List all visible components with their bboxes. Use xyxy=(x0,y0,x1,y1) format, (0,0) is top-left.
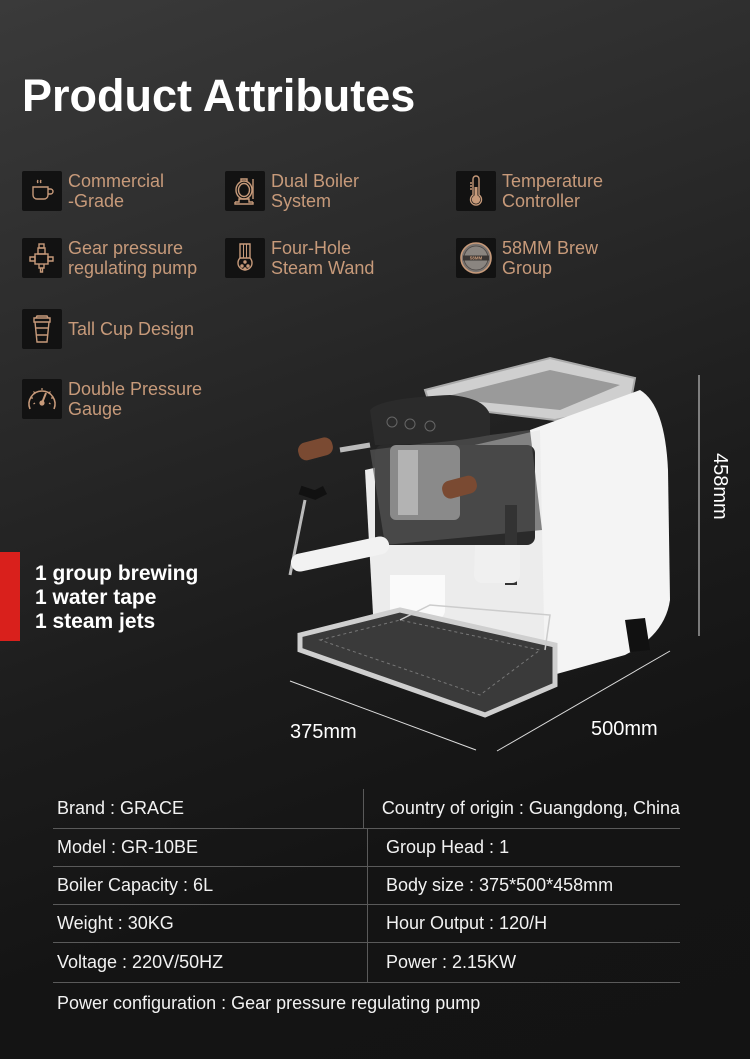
feature-label: Group xyxy=(502,258,553,278)
dimension-width-label: 375mm xyxy=(290,721,357,743)
table-row: Voltage : 220V/50HZ Power : 2.15KW xyxy=(53,943,680,983)
highlight-item: 1 group brewing xyxy=(35,562,199,585)
dual-boiler-icon xyxy=(225,171,265,211)
spec-country-of-origin: Country of origin : Guangdong, China xyxy=(381,798,680,818)
spec-table: Brand : GRACE Country of origin : Guangd… xyxy=(53,789,680,1023)
feature-label: Four-Hole xyxy=(271,238,352,258)
red-accent-bar xyxy=(0,552,20,641)
feature-label: 58MM Brew xyxy=(502,238,599,258)
feature-label: Steam Wand xyxy=(271,258,375,278)
feature-label: Gauge xyxy=(68,399,123,419)
coffee-cup-icon xyxy=(22,171,62,211)
spec-body-size: Body size : 375*500*458mm xyxy=(386,875,614,895)
spec-boiler-capacity: Boiler Capacity : 6L xyxy=(57,875,214,895)
feature-label: Gear pressure xyxy=(68,238,184,258)
spec-weight: Weight : 30KG xyxy=(57,913,174,933)
thermometer-icon xyxy=(456,171,496,211)
highlights-list: 1 group brewing 1 water tape 1 steam jet… xyxy=(35,562,198,634)
spec-brand: Brand : GRACE xyxy=(57,798,185,818)
spec-power: Power : 2.15KW xyxy=(386,952,517,972)
spec-group-head: Group Head : 1 xyxy=(386,837,510,857)
feature-label: Double Pressure xyxy=(68,379,203,399)
table-row: Boiler Capacity : 6L Body size : 375*500… xyxy=(53,867,680,905)
page-title: Product Attributes xyxy=(22,70,416,121)
spec-voltage: Voltage : 220V/50HZ xyxy=(57,952,224,972)
dimension-depth-label: 500mm xyxy=(591,718,658,740)
table-row: Weight : 30KG Hour Output : 120/H xyxy=(53,905,680,943)
spec-hour-output: Hour Output : 120/H xyxy=(386,913,548,933)
tall-cup-icon xyxy=(22,309,62,349)
table-row: Brand : GRACE Country of origin : Guangd… xyxy=(53,789,680,829)
feature-label: -Grade xyxy=(68,191,125,211)
pressure-gauge-icon xyxy=(22,379,62,419)
feature-label: Tall Cup Design xyxy=(68,319,195,339)
steam-wand-icon xyxy=(225,238,265,278)
highlight-item: 1 steam jets xyxy=(35,610,156,633)
highlight-item: 1 water tape xyxy=(35,586,157,609)
feature-label: regulating pump xyxy=(68,258,198,278)
dimension-height-label: 458mm xyxy=(709,453,731,520)
feature-label: Controller xyxy=(502,191,581,211)
spec-model: Model : GR-10BE xyxy=(57,837,199,857)
feature-label: Commercial xyxy=(68,171,165,191)
feature-tall-cup: Tall Cup Design xyxy=(22,309,194,349)
table-row: Model : GR-10BE Group Head : 1 xyxy=(53,829,680,867)
feature-commercial-grade: Commercial-Grade xyxy=(22,171,164,211)
feature-label: Dual Boiler xyxy=(271,171,360,191)
gear-pump-icon xyxy=(22,238,62,278)
svg-text:58MM: 58MM xyxy=(470,256,483,261)
spec-power-configuration: Power configuration : Gear pressure regu… xyxy=(57,992,481,1013)
brew-group-icon: 58MM xyxy=(456,238,496,278)
espresso-machine-image xyxy=(280,350,670,730)
feature-label: Temperature xyxy=(502,171,604,191)
feature-label: System xyxy=(271,191,332,211)
